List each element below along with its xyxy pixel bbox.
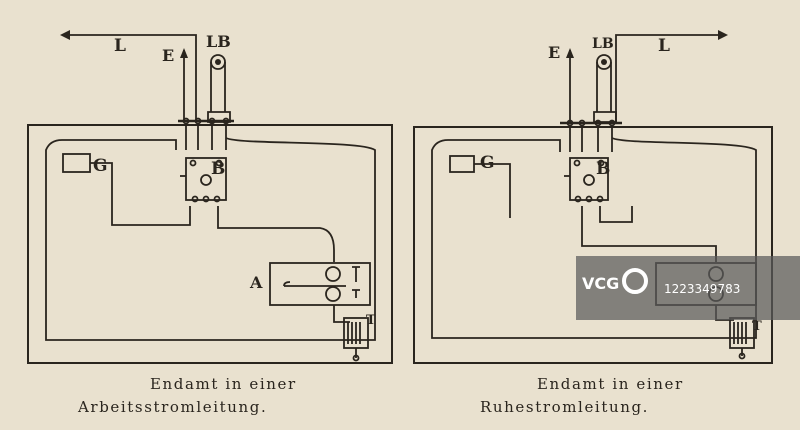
left-morse-apparatus-A	[269, 262, 371, 306]
left-label-B: B	[211, 159, 225, 179]
right-label-E: E	[548, 43, 560, 62]
left-schematic	[27, 30, 393, 364]
left-switch-B	[185, 157, 227, 201]
right-arrow-E	[566, 48, 574, 58]
watermark: VCG 1223349783	[576, 256, 800, 320]
right-galvanometer-G	[449, 155, 475, 173]
left-line-L	[62, 34, 197, 122]
watermark-number: 1223349783	[664, 282, 741, 296]
right-caption-line-1: Endamt in einer	[537, 375, 684, 393]
left-label-E: E	[162, 46, 174, 65]
right-label-L: L	[658, 36, 670, 56]
left-label-LB: LB	[206, 32, 231, 51]
left-galvanometer-G	[62, 153, 91, 173]
right-label-T: T	[752, 319, 762, 334]
left-station-frame	[27, 124, 393, 364]
right-station-frame	[413, 126, 773, 364]
right-arrow-L	[718, 30, 728, 40]
right-caption-line-2: Ruhestromleitung.	[480, 398, 650, 416]
left-arrow-E	[180, 48, 188, 58]
watermark-logo-icon	[622, 268, 648, 294]
left-caption-line-1: Endamt in einer	[150, 375, 297, 393]
right-switch-B	[569, 157, 609, 201]
watermark-brand: VCG	[582, 274, 620, 293]
right-label-LB: LB	[592, 36, 614, 52]
left-label-T: T	[366, 313, 376, 328]
right-label-B: B	[596, 159, 610, 179]
right-label-G: G	[480, 153, 495, 173]
left-label-L: L	[114, 36, 126, 56]
left-caption-line-2: Arbeitsstromleitung.	[78, 398, 268, 416]
right-line-L	[615, 34, 724, 122]
right-schematic	[413, 30, 773, 364]
left-arrow-L	[60, 30, 70, 40]
left-label-A: A	[249, 273, 263, 292]
left-label-G: G	[93, 156, 108, 176]
